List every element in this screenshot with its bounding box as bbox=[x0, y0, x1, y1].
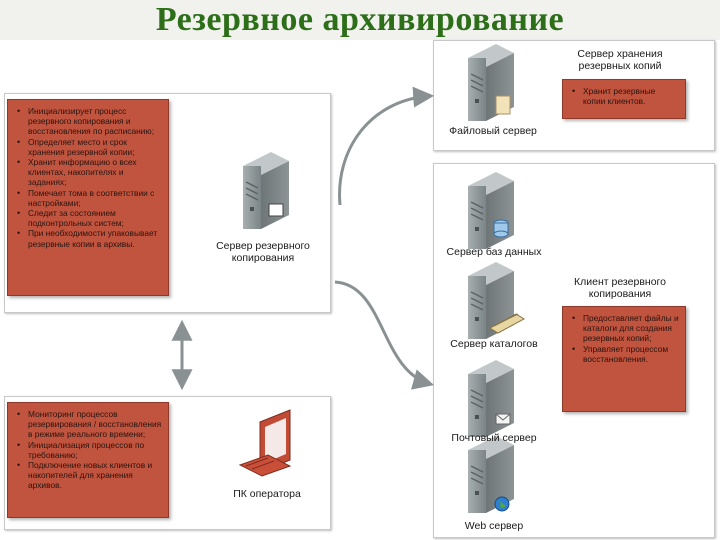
operator-note: Мониторинг процессов резервирования / во… bbox=[7, 402, 169, 518]
client-note: Предоставляет файлы и каталоги для созда… bbox=[562, 306, 686, 412]
mail-server-icon bbox=[467, 359, 515, 438]
arrow-to-storage bbox=[338, 86, 435, 206]
database-server-icon bbox=[467, 171, 515, 250]
note-item: При необходимости упаковывает резервные … bbox=[17, 228, 162, 248]
catalog-server-icon bbox=[467, 261, 525, 340]
client-title: Клиент резервного копирования bbox=[574, 276, 666, 300]
storage-note: Хранит резервные копии клиентов. bbox=[562, 79, 686, 119]
web-server-label: Web сервер bbox=[464, 520, 524, 532]
note-item: Мониторинг процессов резервирования / во… bbox=[17, 409, 162, 440]
note-item: Предоставляет файлы и каталоги для созда… bbox=[572, 313, 679, 344]
note-item: Хранит информацию о всех клиентах, накоп… bbox=[17, 157, 162, 188]
slide-title: Резервное архивирование bbox=[155, 1, 565, 38]
note-item: Подключение новых клиентов и накопителей… bbox=[17, 460, 162, 491]
file-server-label: Файловый сервер bbox=[449, 125, 537, 137]
arrow-to-client bbox=[334, 280, 435, 390]
note-item: Инициализирует процесс резервного копиро… bbox=[17, 106, 162, 137]
backup-server-label: Сервер резервного копирования bbox=[216, 240, 310, 264]
note-item: Следит за состоянием подконтрольных сист… bbox=[17, 208, 162, 228]
web-server-icon bbox=[467, 435, 515, 514]
note-item: Помечает тома в соответствии с настройка… bbox=[17, 188, 162, 208]
title-bar bbox=[0, 0, 720, 40]
mail-server-label: Почтовый сервер bbox=[451, 432, 537, 444]
note-item: Хранит резервные копии клиентов. bbox=[572, 86, 679, 106]
file-server-icon bbox=[467, 43, 515, 122]
note-item: Определяет место и срок хранения резервн… bbox=[17, 137, 162, 157]
operator-pc-label: ПК оператора bbox=[233, 488, 301, 500]
operator-pc-icon bbox=[238, 409, 292, 477]
note-item: Управляет процессом восстановления. bbox=[572, 344, 679, 364]
backup-server-icon bbox=[242, 151, 290, 230]
database-server-label: Сервер баз данных bbox=[446, 246, 542, 258]
catalog-server-label: Сервер каталогов bbox=[450, 338, 538, 350]
backup-server-note: Инициализирует процесс резервного копиро… bbox=[7, 99, 169, 296]
storage-server-title: Сервер хранения резервных копий bbox=[577, 48, 663, 72]
note-item: Инициализация процессов по требованию; bbox=[17, 440, 162, 460]
